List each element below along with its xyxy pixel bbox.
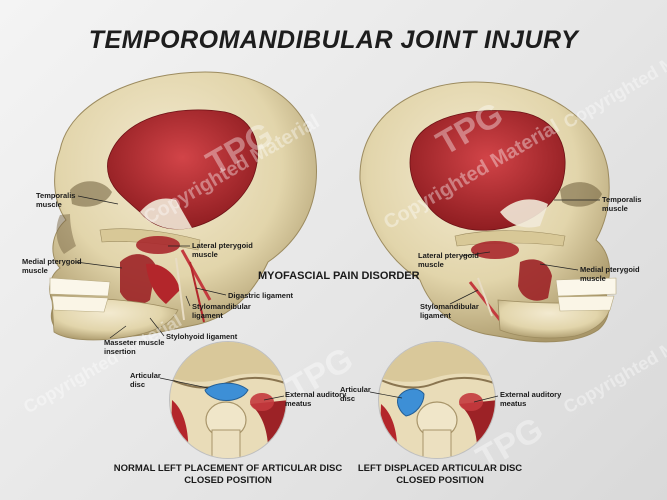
- joint-leader-lines: [159, 377, 499, 403]
- left-temporalis: [107, 109, 258, 230]
- label-left-stylohyoid: Stylohyoid ligament: [166, 332, 238, 341]
- label-left-digastric: Digastric ligament: [228, 291, 294, 300]
- left-orbit: [70, 181, 112, 207]
- left-articular-disc: [204, 382, 249, 401]
- left-leader-lines: [75, 195, 227, 339]
- right-articular-disc: [397, 388, 425, 417]
- page-title: TEMPOROMANDIBULAR JOINT INJURY: [88, 26, 579, 54]
- center-label: MYOFASCIAL PAIN DISORDER: [258, 270, 420, 282]
- right-skull: [359, 81, 617, 343]
- left-skull: [49, 71, 318, 341]
- right-joint-detail: [378, 341, 496, 459]
- left-joint-detail: [169, 341, 287, 459]
- right-leader-lines: [449, 199, 600, 305]
